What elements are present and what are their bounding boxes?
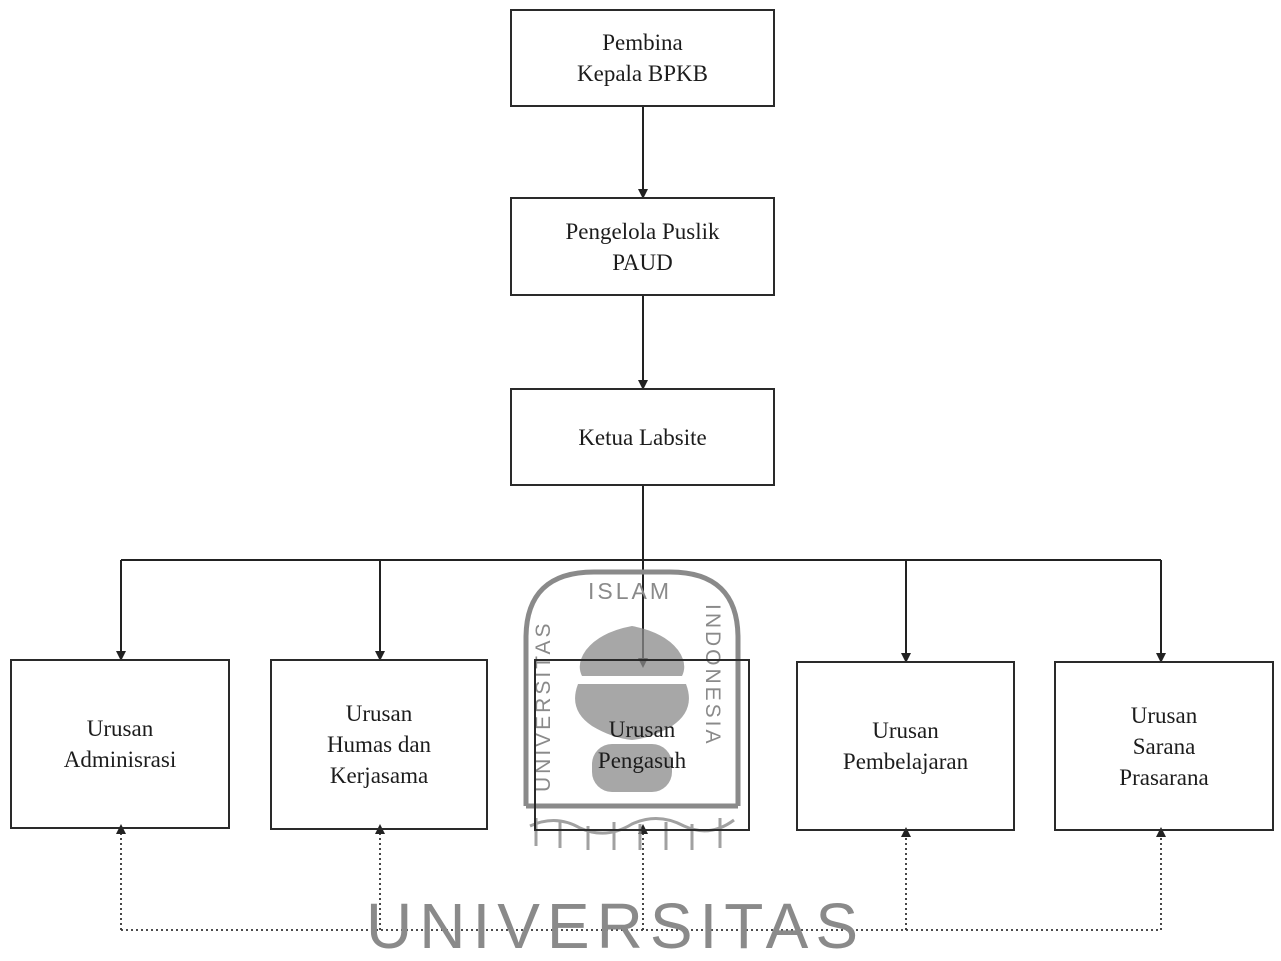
box-urusan-administrasi: Urusan Adminisrasi <box>10 659 230 829</box>
box-administrasi-label: Urusan Adminisrasi <box>63 716 177 772</box>
watermark-bottom-word: UNIVERSITAS <box>366 894 865 961</box>
box-ketua-label: Ketua Labsite <box>578 424 707 450</box>
box-pembina-label: Pembina Kepala BPKB <box>577 30 708 86</box>
box-urusan-pengasuh: Urusan Pengasuh <box>534 659 750 831</box>
box-sarana-label: Urusan Sarana Prasarana <box>1119 702 1209 790</box>
box-humas-label: Urusan Humas dan Kerjasama <box>326 701 432 788</box>
box-pembina: Pembina Kepala BPKB <box>510 9 775 107</box>
box-urusan-humas: Urusan Humas dan Kerjasama <box>270 659 488 830</box>
box-urusan-sarana: Urusan Sarana Prasarana <box>1054 661 1274 831</box>
box-ketua-labsite: Ketua Labsite <box>510 388 775 486</box>
universitas-islam-indonesia-logo-icon <box>523 569 741 850</box>
watermark-top-word: ISLAM <box>587 578 673 604</box>
box-pengasuh-label: Urusan Pengasuh <box>597 717 687 773</box>
box-pembelajaran-label: Urusan Pembelajaran <box>842 718 969 774</box>
box-pengelola-label: Pengelola Puslik PAUD <box>565 218 720 275</box>
box-urusan-pembelajaran: Urusan Pembelajaran <box>796 661 1015 831</box>
box-pengelola: Pengelola Puslik PAUD <box>510 197 775 296</box>
coordination-lines <box>116 824 1166 931</box>
